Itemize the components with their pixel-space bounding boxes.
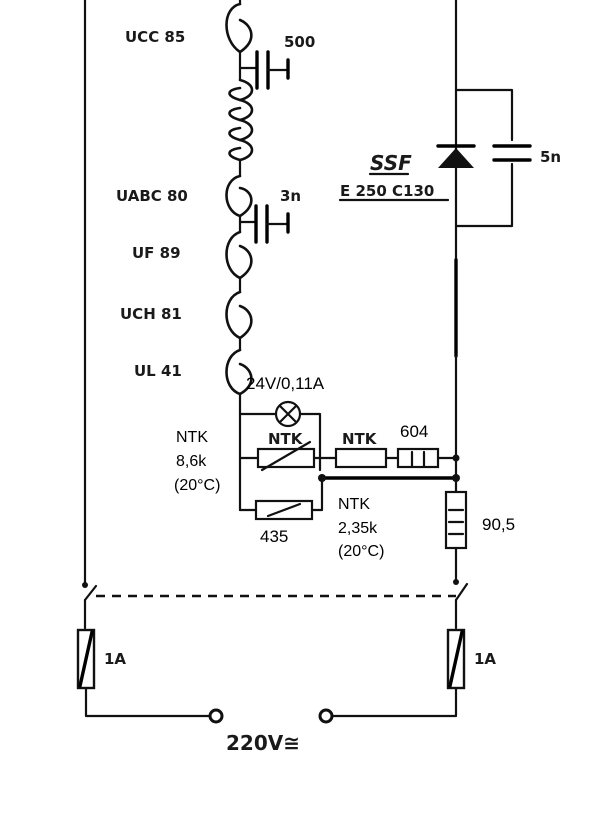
label-uabc80: UABC 80 xyxy=(116,187,188,205)
label-ntk1-line1: NTK xyxy=(176,429,208,446)
label-uf89: UF 89 xyxy=(132,244,181,262)
label-r435: 435 xyxy=(260,527,288,546)
label-cap-500: 500 xyxy=(284,33,315,51)
capacitor-3n xyxy=(238,204,290,244)
ntk2-series xyxy=(328,447,458,469)
label-ntk1-line3: (20°C) xyxy=(174,477,220,494)
label-ntk1-symbol: NTK xyxy=(268,430,304,448)
label-ntk1-line2: 8,6k xyxy=(176,453,207,470)
r604-resistor xyxy=(396,447,440,469)
r905-branch xyxy=(444,490,468,582)
pilot-lamp xyxy=(238,400,322,472)
label-cap-5n: 5n xyxy=(540,148,561,166)
fuse-right xyxy=(326,628,466,718)
label-r604: 604 xyxy=(400,422,428,441)
label-ntk2-line2: 2,35k xyxy=(338,520,378,537)
mains-switch xyxy=(82,579,469,630)
junction-dot xyxy=(318,474,326,482)
rectifier-block xyxy=(436,88,532,228)
label-ntk2-symbol: NTK xyxy=(342,430,378,448)
mains-terminal-left-icon xyxy=(208,708,224,724)
mains-terminal-right-icon xyxy=(318,708,334,724)
label-ul41: UL 41 xyxy=(134,362,182,380)
ntk-network-left xyxy=(238,412,332,521)
label-rectifier-brand: SSF xyxy=(370,151,412,175)
label-lamp: 24V/0,11A xyxy=(246,374,325,393)
label-rectifier-type: E 250 C130 xyxy=(340,182,434,200)
junction-dot xyxy=(452,454,460,462)
label-uch81: UCH 81 xyxy=(120,305,182,323)
label-ntk2-line3: (20°C) xyxy=(338,543,384,560)
label-mains: 220V≅ xyxy=(226,731,300,755)
junction-dot xyxy=(452,474,460,482)
ntk1-resistor xyxy=(256,447,316,469)
label-ntk2-line1: NTK xyxy=(338,496,370,513)
label-fuse-right: 1A xyxy=(474,650,496,668)
label-r905: 90,5 xyxy=(482,515,515,534)
label-fuse-left: 1A xyxy=(104,650,126,668)
label-cap-3n: 3n xyxy=(280,187,301,205)
label-ucc85: UCC 85 xyxy=(125,28,185,46)
fuse-left xyxy=(76,628,216,718)
diode-icon xyxy=(438,148,474,168)
ntk2-resistor xyxy=(334,447,388,469)
r905-resistor xyxy=(444,490,468,550)
capacitor-500 xyxy=(238,50,290,90)
heater-chain xyxy=(225,0,254,416)
